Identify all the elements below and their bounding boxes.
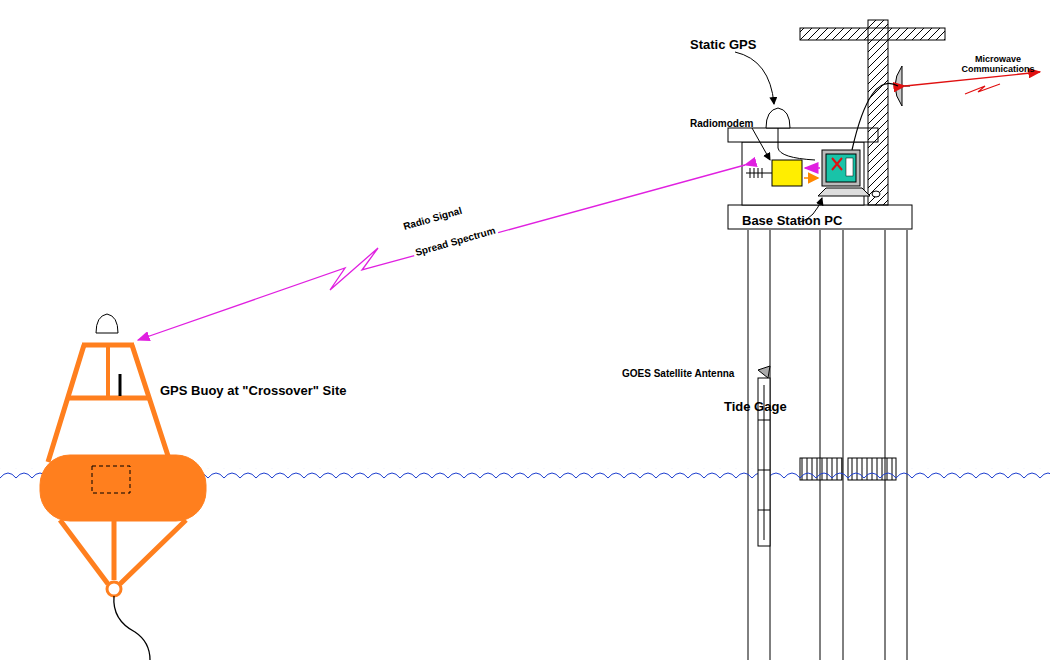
pc-screen-icon	[846, 158, 853, 176]
microwave-dish	[895, 66, 902, 106]
device-label: Base Station PC	[742, 214, 842, 229]
signal-label: Radio Signal	[400, 204, 465, 233]
radio-signal	[138, 165, 745, 340]
device-label: GOES Satellite Antenna	[622, 368, 734, 380]
data-arrow	[804, 177, 818, 179]
pc-screen	[826, 154, 856, 182]
pc-mouse	[872, 191, 880, 197]
link-label: Microwave Communications	[958, 54, 1038, 75]
platform-legs	[748, 230, 907, 660]
microwave-zigzag	[965, 84, 1000, 94]
leader-line	[735, 52, 774, 104]
device-label: Tide Gage	[724, 400, 787, 415]
pc-monitor	[822, 150, 860, 186]
cable	[852, 83, 898, 150]
buoy-label: GPS Buoy at "Crossover" Site	[160, 384, 346, 399]
device-label: Static GPS	[690, 38, 756, 53]
tower	[868, 20, 888, 205]
goes-antenna	[758, 366, 770, 378]
tower-arm	[800, 28, 945, 40]
cable	[778, 128, 815, 160]
pc-screen-icon	[832, 158, 842, 170]
radiomodem-box	[772, 160, 802, 186]
leader-line	[752, 128, 770, 160]
pc-keyboard	[818, 188, 870, 196]
gps-buoy	[40, 314, 206, 660]
signal-label: Spread Spectrum	[412, 224, 499, 259]
gps-antenna	[766, 108, 790, 128]
radio-antenna	[746, 168, 772, 178]
data-arrow	[805, 167, 820, 169]
platform-deck	[728, 205, 912, 229]
device-label: Radiomodem	[690, 118, 753, 130]
